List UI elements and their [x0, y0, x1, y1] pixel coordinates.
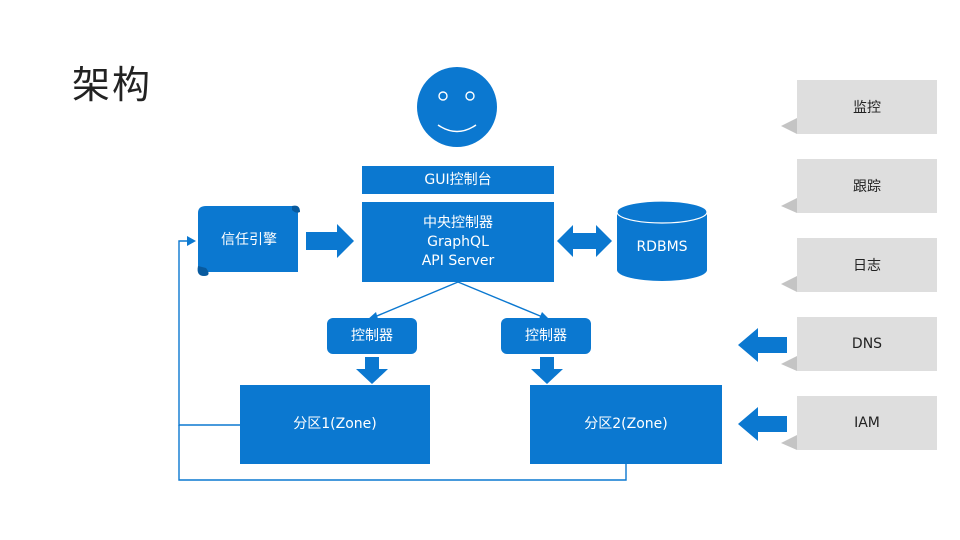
- arrow-controller2-to-zone2: [531, 357, 563, 384]
- arrow-dns-left: [738, 328, 787, 362]
- arrow-iam-left: [738, 407, 787, 441]
- central-protocol-label: GraphQL: [427, 233, 489, 250]
- rdbms-cylinder: [616, 200, 708, 281]
- side-item-logging: 日志: [797, 238, 937, 292]
- arrow-controller1-to-zone1: [356, 357, 388, 384]
- page-title: 架构: [72, 63, 153, 107]
- arrow-trust-to-central: [306, 224, 354, 258]
- double-arrow-central-rdbms: [557, 225, 612, 257]
- trust-engine-label: 信任引擎: [221, 232, 277, 248]
- gui-console-box: GUI控制台: [362, 166, 554, 194]
- central-server-label: API Server: [421, 252, 495, 269]
- side-item-dns: DNS: [797, 317, 937, 371]
- controller-2-box: 控制器: [501, 318, 591, 354]
- controller-1-box: 控制器: [327, 318, 417, 354]
- zone-2-box: 分区2(Zone): [530, 385, 722, 464]
- side-item-monitoring: 监控: [797, 80, 937, 134]
- central-controller-box: 中央控制器 GraphQL API Server: [362, 202, 554, 282]
- side-item-iam: IAM: [797, 396, 937, 450]
- rdbms-label: RDBMS: [636, 239, 688, 255]
- zone-1-box: 分区1(Zone): [240, 385, 430, 464]
- side-item-tracing: 跟踪: [797, 159, 937, 213]
- smiley-face-icon: [417, 67, 497, 147]
- trust-engine-shape: [197, 205, 300, 276]
- central-controller-label: 中央控制器: [423, 214, 493, 231]
